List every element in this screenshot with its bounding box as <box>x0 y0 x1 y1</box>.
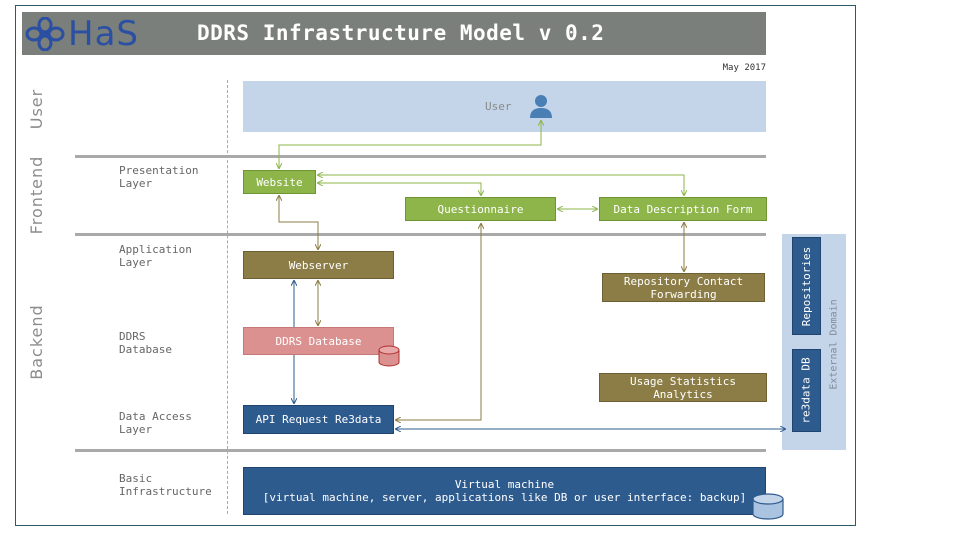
page-title: DDRS Infrastructure Model v 0.2 <box>197 21 605 45</box>
header-bar: HaS DDRS Infrastructure Model v 0.2 <box>22 12 766 55</box>
questionnaire-node: Questionnaire <box>405 197 556 221</box>
repository-contact-node: Repository Contact Forwarding <box>602 273 765 302</box>
layer-label-presentation: Presentation Layer <box>119 164 199 190</box>
ddrs-database-label: DDRS Database <box>275 334 362 348</box>
dashed-divider <box>227 80 228 514</box>
layer-label-basic-infrastructure: Basic Infrastructure <box>119 472 212 498</box>
user-label: User <box>485 100 512 113</box>
website-label: Website <box>256 175 303 189</box>
data-description-form-node: Data Description Form <box>599 197 767 221</box>
repositories-box: Repositories <box>792 237 821 335</box>
logo-text: HaS <box>68 14 139 54</box>
webserver-node: Webserver <box>243 251 394 279</box>
layer-label-data-access: Data Access Layer <box>119 410 192 436</box>
virtual-machine-label: Virtual machine [virtual machine, server… <box>262 478 747 504</box>
data-description-form-label: Data Description Form <box>613 202 753 216</box>
re3data-db-box: re3data DB <box>792 349 821 432</box>
layer-label-ddrs-database: DDRS Database <box>119 330 172 356</box>
database-cylinder-icon <box>378 345 400 367</box>
api-request-label: API Request Re3data <box>255 413 382 426</box>
flower-icon <box>25 17 65 51</box>
questionnaire-label: Questionnaire <box>437 202 524 216</box>
virtual-machine-node: Virtual machine [virtual machine, server… <box>243 467 766 515</box>
person-icon <box>530 95 552 118</box>
usage-statistics-label: Usage Statistics Analytics <box>630 374 736 401</box>
website-node: Website <box>243 170 316 194</box>
webserver-label: Webserver <box>288 258 349 272</box>
separator-backend-infra <box>75 449 766 452</box>
date-label: May 2017 <box>722 63 766 73</box>
layer-label-application: Application Layer <box>119 243 192 269</box>
api-request-node: API Request Re3data <box>243 405 394 434</box>
ddrs-database-node: DDRS Database <box>243 327 394 355</box>
usage-statistics-node: Usage Statistics Analytics <box>599 373 767 402</box>
repository-contact-label: Repository Contact Forwarding <box>623 274 744 301</box>
database-cylinder-icon <box>752 493 784 520</box>
